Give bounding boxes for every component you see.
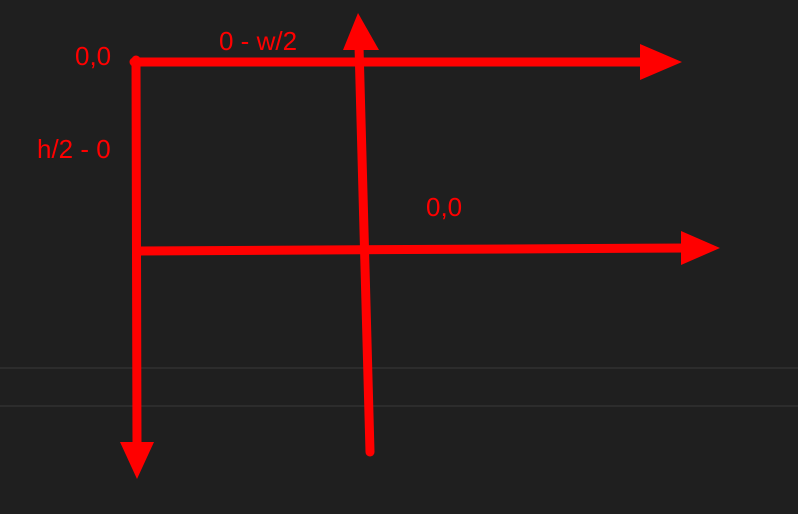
- center-x-axis-arrow: [133, 243, 695, 256]
- center-vertical-arrowhead: [343, 13, 379, 50]
- width-range-label: 0 - w/2: [219, 26, 298, 56]
- origin-center-label: 0,0: [426, 192, 463, 222]
- left-y-arrowhead: [120, 442, 154, 479]
- origin-top-left-label: 0,0: [75, 41, 112, 71]
- background-divider: [0, 367, 798, 369]
- top-x-arrowhead: [640, 44, 682, 80]
- height-range-label: h/2 - 0: [37, 134, 111, 164]
- center-x-arrowhead: [681, 231, 720, 265]
- background-divider: [0, 405, 798, 407]
